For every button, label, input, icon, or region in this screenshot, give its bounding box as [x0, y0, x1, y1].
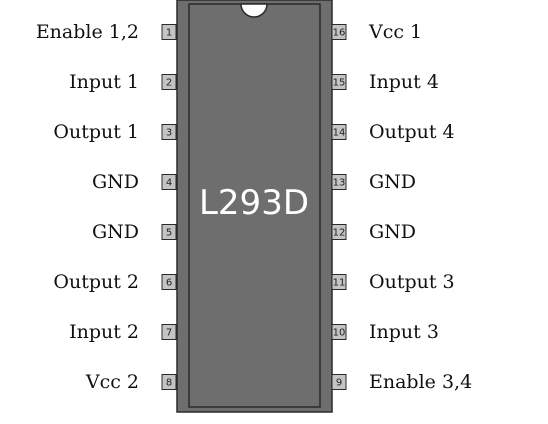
pin-8-label: Vcc 2	[85, 371, 139, 393]
chip-part-number: L293D	[199, 183, 309, 223]
pin-4-label: GND	[92, 171, 139, 193]
pin-3-number: 3	[166, 128, 172, 139]
pin-2-label: Input 1	[69, 71, 139, 93]
pin-5-box	[161, 224, 177, 240]
pin-3-label: Output 1	[53, 121, 139, 143]
pin-15-box	[331, 74, 347, 90]
chip-notch	[240, 3, 268, 18]
pin-8-box	[161, 374, 177, 390]
pin-13-label: GND	[369, 171, 416, 193]
pin-9-label: Enable 3,4	[369, 371, 472, 393]
pin-5-number: 5	[166, 228, 172, 239]
pin-10-label: Input 3	[369, 321, 439, 343]
pin-1-number: 1	[166, 28, 172, 39]
pin-6-label: Output 2	[53, 271, 139, 293]
pin-7-box	[161, 324, 177, 340]
pin-7-label: Input 2	[69, 321, 139, 343]
pin-5-label: GND	[92, 221, 139, 243]
pin-15-label: Input 4	[369, 71, 439, 93]
pin-14-box	[331, 124, 347, 140]
pin-11-label: Output 3	[369, 271, 455, 293]
pin-7-number: 7	[166, 328, 172, 339]
pin-13-number: 13	[333, 178, 346, 189]
pin-9-box	[331, 374, 347, 390]
pin-16-number: 16	[333, 28, 346, 39]
pin-12-label: GND	[369, 221, 416, 243]
pin-12-box	[331, 224, 347, 240]
pin-15-number: 15	[333, 78, 346, 89]
pin-16-label: Vcc 1	[368, 21, 422, 43]
pin-2-box	[161, 74, 177, 90]
pin-9-number: 9	[336, 378, 342, 389]
pin-4-box	[161, 174, 177, 190]
pin-10-number: 10	[333, 328, 346, 339]
pin-4-number: 4	[166, 178, 172, 189]
pin-10-box	[331, 324, 347, 340]
pin-11-number: 11	[333, 278, 346, 289]
pin-16-box	[331, 24, 347, 40]
pin-6-number: 6	[166, 278, 172, 289]
pin-14-number: 14	[333, 128, 346, 139]
pin-8-number: 8	[166, 378, 172, 389]
pin-6-box	[161, 274, 177, 290]
pin-3-box	[161, 124, 177, 140]
pin-14-label: Output 4	[369, 121, 455, 143]
pin-1-box	[161, 24, 177, 40]
pin-2-number: 2	[166, 78, 172, 89]
pin-12-number: 12	[333, 228, 346, 239]
pin-1-label: Enable 1,2	[36, 21, 139, 43]
pin-11-box	[331, 274, 347, 290]
chip-package: L293D	[176, 0, 333, 413]
chip-body-inner	[188, 3, 321, 408]
pin-13-box	[331, 174, 347, 190]
